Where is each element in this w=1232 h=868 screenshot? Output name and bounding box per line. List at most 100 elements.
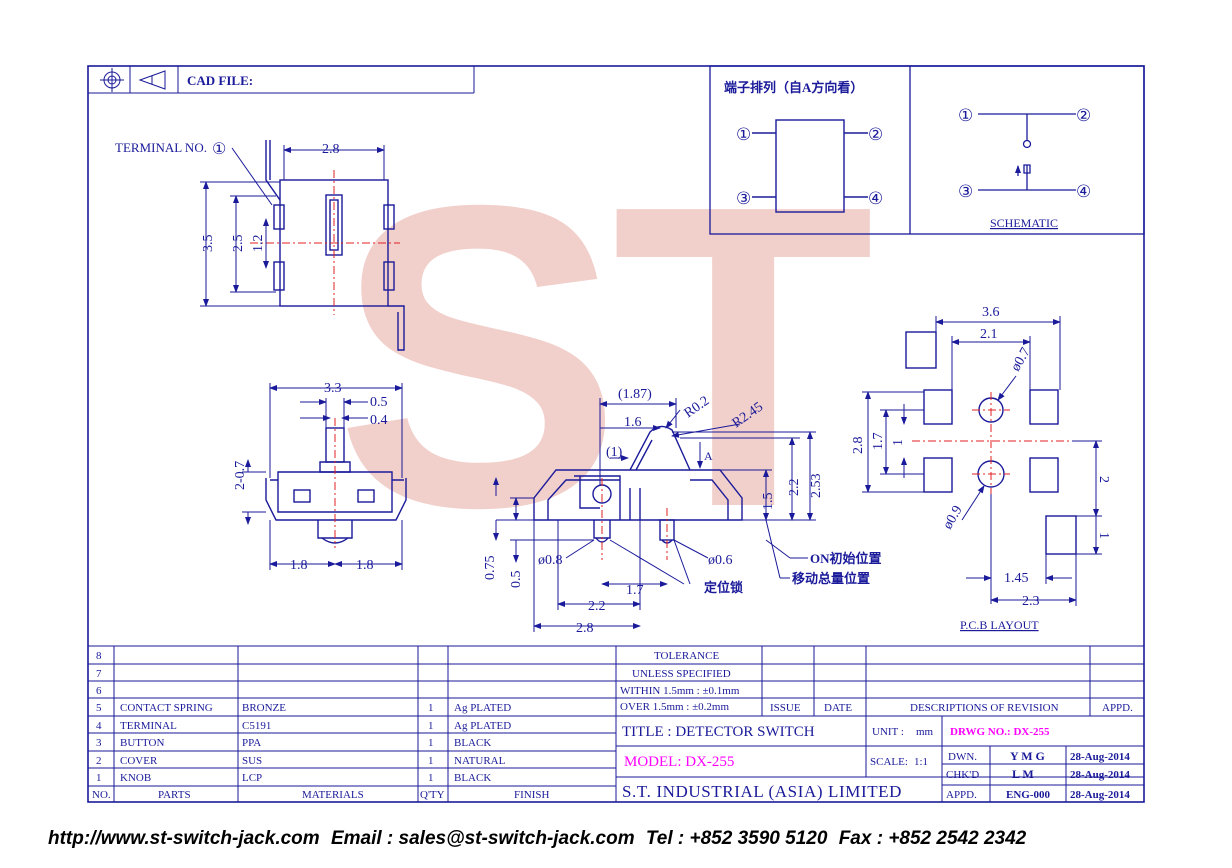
company-name: S.T. INDUSTRIAL (ASIA) LIMITED	[622, 782, 902, 801]
unit-label: UNIT :	[872, 726, 904, 738]
bom-row-material: SUS	[242, 755, 262, 767]
bom-row-no: 5	[96, 702, 102, 714]
pcb-dim-b1: 1.45	[1004, 571, 1029, 586]
bom-blank-row-6: 6	[96, 685, 102, 697]
cad-file-header	[88, 66, 475, 94]
bom-row-qty: 1	[428, 772, 434, 784]
pin-1-label: ①	[736, 125, 751, 144]
revision-desc-header: DESCRIPTIONS OF REVISION	[910, 702, 1059, 714]
section-dim-h2: 2.53	[809, 474, 824, 499]
email-contact[interactable]: Email : sales@st-switch-jack.com	[330, 828, 635, 849]
pcb-dim-h2: 1.7	[871, 433, 886, 451]
terminal-number: ①	[212, 141, 226, 158]
note-travel: 移动总量位置	[792, 571, 870, 586]
bom-header-qty: Q'TY	[420, 789, 445, 801]
tolerance-over: OVER 1.5mm : ±0.2mm	[620, 701, 729, 713]
pcb-dim-r2: 1	[1096, 532, 1111, 539]
pcb-dim-c: 1	[891, 439, 906, 446]
revision-appd-header: APPD.	[1102, 702, 1133, 714]
bom-row-material: C5191	[242, 720, 271, 732]
pcb-layout-label: P.C.B LAYOUT	[960, 618, 1039, 632]
drawing-number: DRWG NO.: DX-255	[950, 726, 1050, 738]
front-view-dim-lines	[242, 383, 403, 570]
bom-row-no: 3	[96, 737, 102, 749]
front-dim-width: 3.3	[324, 381, 342, 396]
bom-header-materials: MATERIALS	[302, 789, 364, 801]
bom-row-finish: Ag PLATED	[454, 702, 511, 714]
tolerance-sub: UNLESS SPECIFIED	[632, 668, 731, 680]
title-block-title: TITLE : DETECTOR SWITCH	[622, 724, 815, 740]
bom-row-qty: 1	[428, 702, 434, 714]
chk-date: 28-Aug-2014	[1070, 769, 1130, 781]
website-link[interactable]: http://www.st-switch-jack.com	[48, 828, 320, 849]
pin-2-label: ②	[868, 125, 883, 144]
section-dim-w3: 2.8	[576, 621, 594, 636]
cad-file-label: CAD FILE:	[187, 73, 253, 88]
fax-contact: Fax : +852 2542 2342	[838, 828, 1027, 849]
bom-header-no: NO.	[92, 789, 111, 801]
bom-row-part: COVER	[120, 755, 158, 767]
bom-row-part: CONTACT SPRING	[120, 702, 213, 714]
pcb-dim-r1: 2	[1096, 476, 1111, 483]
telephone-contact: Tel : +852 3590 5120	[645, 828, 828, 849]
pin-3-label: ③	[736, 189, 751, 208]
schematic-diagram	[978, 113, 1076, 191]
terminal-label: TERMINAL NO.	[115, 140, 207, 155]
unit-value: mm	[916, 726, 934, 738]
appd-name: ENG-000	[1006, 789, 1051, 801]
schematic-pin-2: ②	[1076, 106, 1091, 125]
front-dim-height: 2-0.7	[233, 461, 248, 490]
front-dim-b: 0.4	[370, 413, 388, 428]
pin-4-label: ④	[868, 189, 883, 208]
revision-issue-header: ISSUE	[770, 702, 801, 714]
schematic-pin-3: ③	[958, 182, 973, 201]
st-watermark-logo: ST	[335, 117, 884, 597]
bom-row-finish: BLACK	[454, 737, 491, 749]
bom-row-part: TERMINAL	[120, 720, 177, 732]
bom-table-grid	[88, 645, 1144, 802]
section-view-dim-lines	[493, 398, 816, 632]
side-view-centerlines	[250, 170, 400, 315]
bom-row-part: BUTTON	[120, 737, 164, 749]
section-dim-d2: 0.5	[509, 571, 524, 589]
tolerance-title: TOLERANCE	[654, 650, 719, 662]
section-dim-ref: (1.87)	[618, 387, 652, 402]
scale-label: SCALE:	[870, 756, 908, 768]
schematic-pin-4: ④	[1076, 182, 1091, 201]
section-dim-w1: 1.7	[626, 583, 644, 598]
pcb-dim-w1: 3.6	[982, 305, 1000, 320]
section-dim-one: (1)	[606, 445, 623, 460]
pcb-centerlines	[912, 392, 1072, 494]
dwn-label: DWN.	[948, 751, 977, 763]
bom-header-parts: PARTS	[158, 789, 191, 801]
section-dim-dia1: ø0.8	[538, 553, 563, 568]
pcb-dim-h1: 2.8	[851, 437, 866, 455]
bom-row-finish: BLACK	[454, 772, 491, 784]
side-dim-pitch: 1.2	[251, 235, 266, 253]
section-view-arrow-label: A	[704, 449, 713, 463]
section-dim-d1: 0.75	[483, 556, 498, 581]
note-lock: 定位锁	[703, 580, 743, 595]
pcb-dim-b2: 2.3	[1022, 594, 1040, 609]
section-dim-h1: 2.2	[787, 479, 802, 497]
svg-text:ST: ST	[335, 117, 874, 597]
bom-header-finish: FINISH	[514, 789, 550, 801]
side-dim-inner: 2.5	[231, 235, 246, 253]
tolerance-within: WITHIN 1.5mm : ±0.1mm	[620, 685, 740, 697]
pcb-dim-w2: 2.1	[980, 327, 998, 342]
appd-label: APPD.	[946, 789, 977, 801]
dwn-date: 28-Aug-2014	[1070, 751, 1130, 763]
bom-blank-row-8: 8	[96, 650, 102, 662]
bom-row-qty: 1	[428, 755, 434, 767]
bom-row-no: 1	[96, 772, 102, 784]
side-view-dim-lines	[200, 145, 385, 307]
revision-date-header: DATE	[824, 702, 852, 714]
bom-row-finish: Ag PLATED	[454, 720, 511, 732]
scale-value: 1:1	[914, 756, 928, 768]
bom-row-no: 4	[96, 720, 102, 732]
section-dim-dia2: ø0.6	[708, 553, 733, 568]
pcb-dim-dia2: ø0.9	[940, 503, 965, 532]
bom-row-material: BRONZE	[242, 702, 286, 714]
pin-layout-box	[709, 65, 1145, 235]
